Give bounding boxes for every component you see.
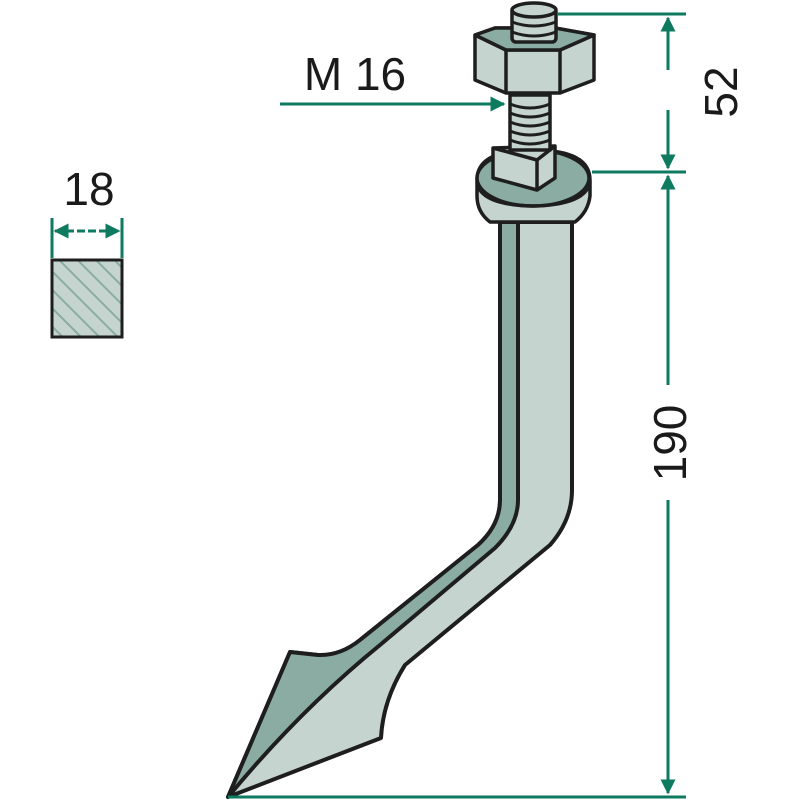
bolt-assembly: [473, 1, 596, 224]
length-label: 190: [644, 405, 696, 482]
section-width-label: 18: [63, 163, 114, 215]
tine-dark-face: [226, 220, 520, 799]
dimension-lines: [228, 12, 686, 799]
thread-label: M 16: [304, 48, 406, 100]
cross-section: 18: [50, 163, 124, 339]
tine: [226, 220, 574, 799]
bolt-top: [510, 1, 558, 44]
hatched-section-square: [50, 258, 124, 339]
thread-length-label: 52: [695, 66, 747, 117]
bolt-thread: [508, 93, 552, 152]
